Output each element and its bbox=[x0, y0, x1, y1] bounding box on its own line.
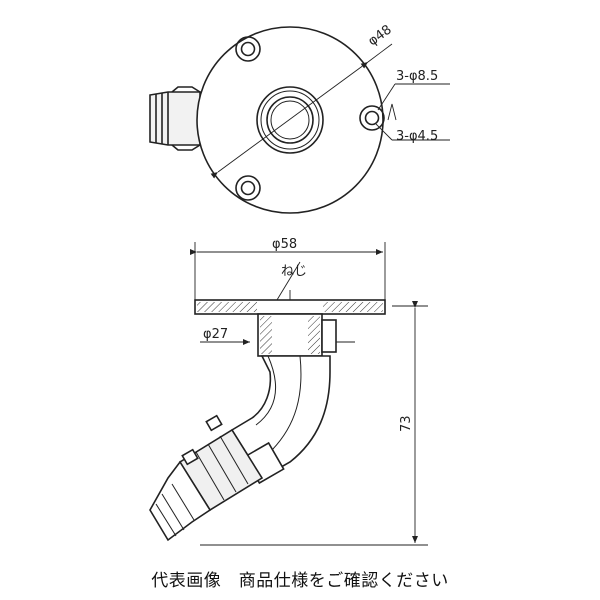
hose-barb bbox=[149, 86, 201, 151]
phi48-dimension-line bbox=[210, 61, 369, 179]
mounting-hole bbox=[235, 36, 261, 62]
top-view bbox=[149, 26, 385, 214]
side-view-labels: φ58 ねじ φ27 73 bbox=[203, 237, 414, 432]
thread-label: ねじ bbox=[281, 264, 307, 279]
hole-dia-label-small: 3-φ4.5 bbox=[396, 129, 438, 144]
phi58-label: φ58 bbox=[272, 237, 297, 252]
caption-text: 代表画像 商品仕様をご確認ください bbox=[151, 571, 449, 591]
side-view bbox=[149, 299, 386, 542]
flange-circle bbox=[196, 26, 384, 214]
hose-end bbox=[149, 460, 212, 542]
phi27-label: φ27 bbox=[203, 327, 228, 342]
height-label: 73 bbox=[399, 415, 414, 432]
hole-dia-label-big: 3-φ8.5 bbox=[396, 69, 438, 84]
elbow-body bbox=[230, 355, 331, 480]
